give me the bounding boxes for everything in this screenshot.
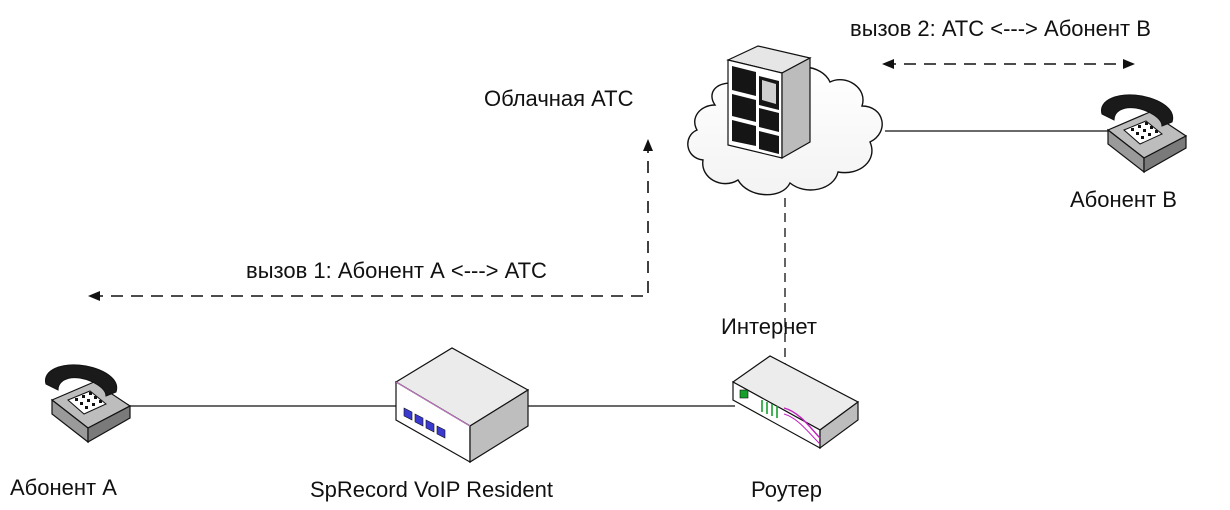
server-icon	[726, 45, 812, 160]
call1-path-arrow	[88, 139, 653, 301]
voip-recorder-icon	[394, 347, 530, 464]
subscriber-b-label: Абонент В	[1070, 187, 1177, 212]
phone-icon	[1101, 94, 1188, 174]
call2-label: вызов 2: АТС <---> Абонент В	[850, 16, 1151, 41]
router-label: Роутер	[751, 477, 822, 502]
subscriber-a-label: Абонент А	[10, 475, 117, 500]
router-icon	[731, 355, 860, 450]
cloud-pbx-label: Облачная АТС	[484, 86, 634, 111]
recorder-label: SpRecord VoIP Resident	[310, 477, 553, 502]
phone-icon	[45, 364, 132, 444]
internet-label: Интернет	[721, 314, 817, 339]
connections	[130, 130, 1108, 407]
call1-label: вызов 1: Абонент А <---> АТС	[246, 258, 547, 283]
